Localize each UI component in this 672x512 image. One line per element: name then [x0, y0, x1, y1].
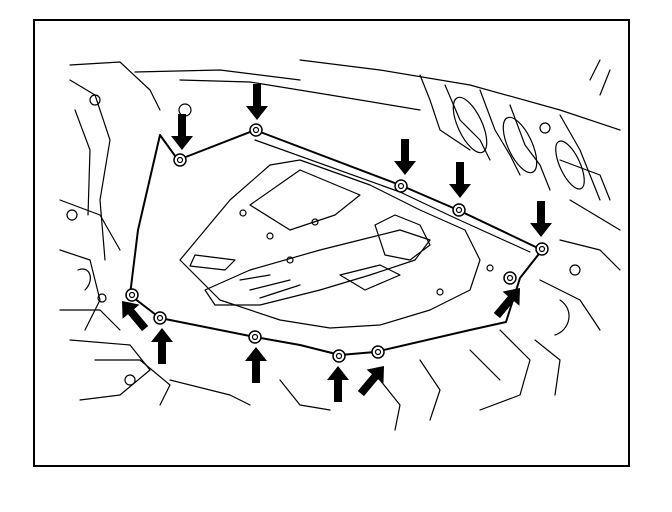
- arrow-icon: [357, 366, 384, 397]
- engine-under-cover: [129, 129, 543, 356]
- bolt-center: [538, 245, 546, 253]
- bolt-center: [156, 314, 164, 322]
- arrow-icon: [151, 328, 173, 364]
- bolt-group: [125, 123, 549, 363]
- arrow-icon: [122, 301, 149, 332]
- arrow-icon: [493, 288, 520, 319]
- under-cover-details: [179, 139, 531, 329]
- arrow-icon: [171, 114, 193, 150]
- bolt-icon: [535, 242, 549, 256]
- arrow-icon: [327, 366, 349, 402]
- bolt-center: [176, 156, 184, 164]
- vehicle-body-background: [59, 59, 621, 431]
- arrow-icon: [394, 139, 416, 175]
- bolt-center: [252, 126, 260, 134]
- bolt-icon: [503, 271, 517, 285]
- arrow-group: [122, 84, 552, 402]
- bolt-icon: [153, 311, 167, 325]
- bolt-icon: [394, 179, 408, 193]
- arrow-icon: [245, 347, 267, 383]
- bolt-center: [128, 291, 136, 299]
- bolt-center: [251, 333, 259, 341]
- arrow-icon: [246, 84, 268, 120]
- bolt-center: [397, 182, 405, 190]
- arrow-icon: [530, 201, 552, 237]
- bolt-center: [455, 206, 463, 214]
- bolt-icon: [452, 203, 466, 217]
- bolt-icon: [248, 330, 262, 344]
- arrow-icon: [449, 162, 471, 198]
- bolt-center: [374, 348, 382, 356]
- bolt-icon: [125, 288, 139, 302]
- bolt-icon: [332, 349, 346, 363]
- bolt-center: [506, 274, 514, 282]
- bolt-center: [335, 352, 343, 360]
- bolt-icon: [371, 345, 385, 359]
- bolt-icon: [173, 153, 187, 167]
- bolt-icon: [249, 123, 263, 137]
